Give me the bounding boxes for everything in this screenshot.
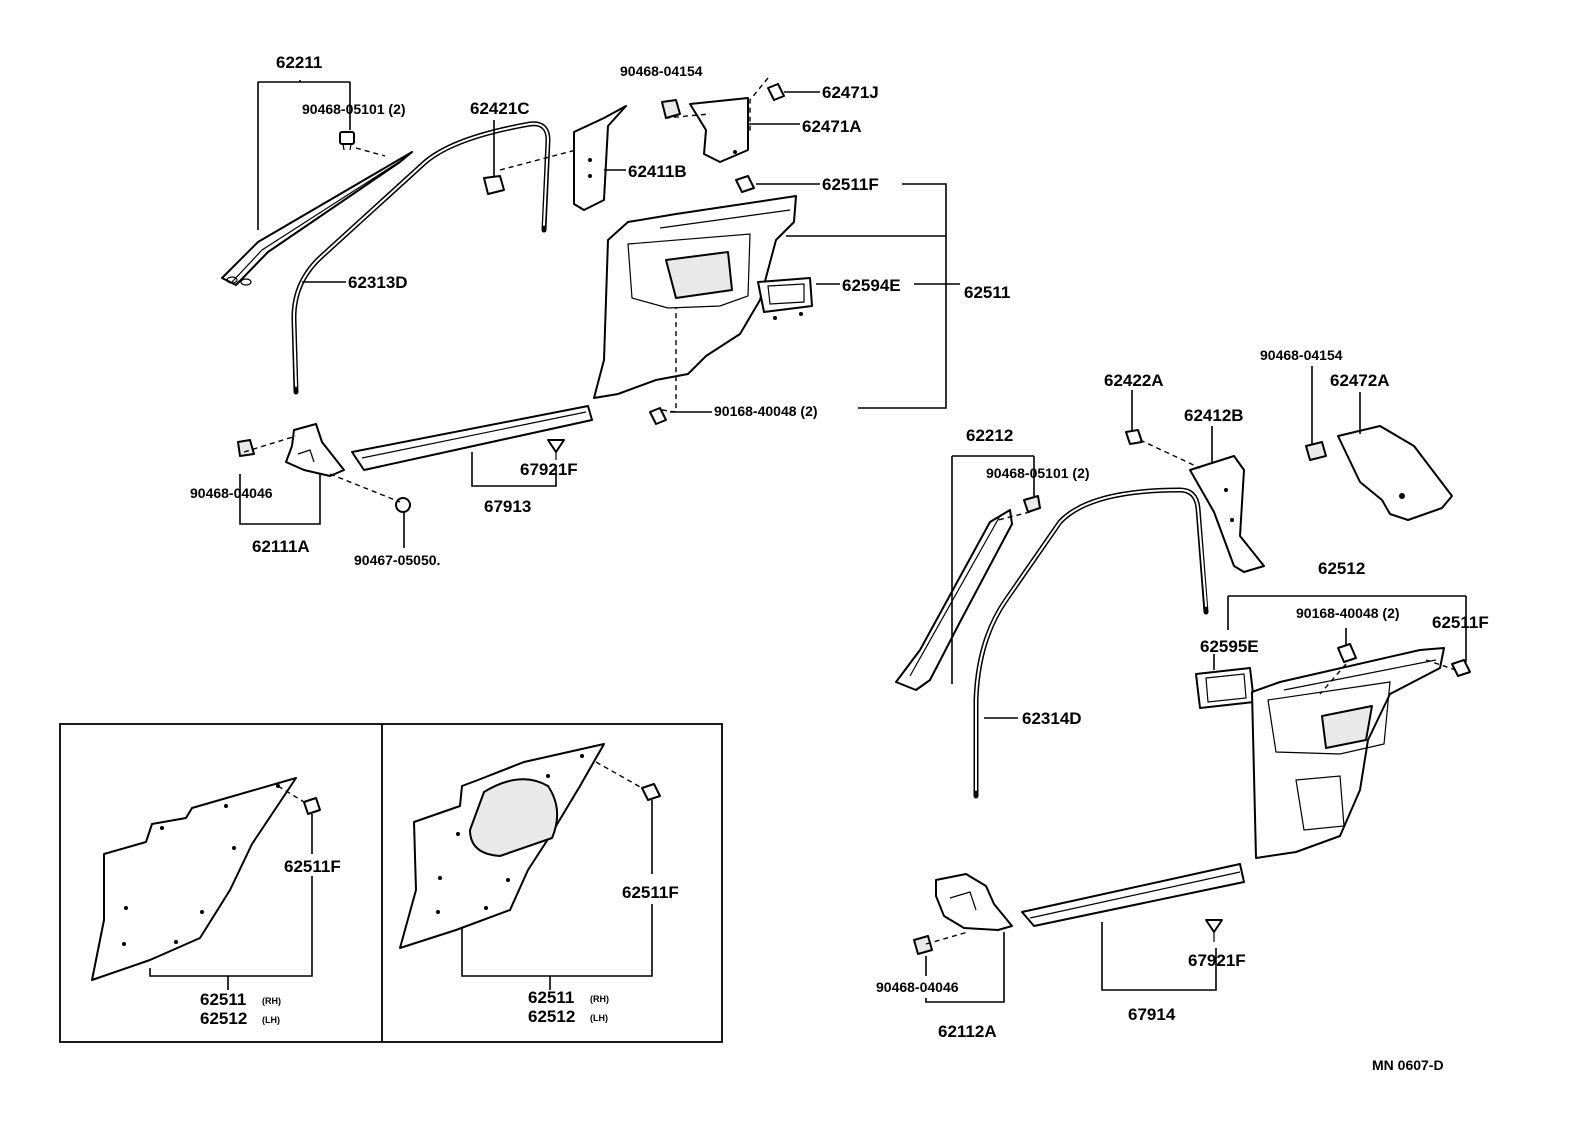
- inset1-label-lh: (LH): [262, 1015, 280, 1025]
- label-67921f-b: 67921F: [1188, 951, 1246, 970]
- label-62212: 62212: [966, 426, 1013, 445]
- label-62471j: 62471J: [822, 83, 879, 102]
- label-90468-04154-a: 90468-04154: [620, 63, 703, 79]
- inset1-panel: [91, 777, 297, 981]
- label-90467-05050: 90467-05050.: [354, 552, 440, 568]
- clip-62511f-r: [1451, 659, 1471, 677]
- clip-90468-04046-b: [913, 935, 933, 955]
- inset-frame: [59, 723, 723, 1043]
- label-67914: 67914: [1128, 1005, 1176, 1024]
- front-pillar-garnish-62211: [221, 151, 413, 286]
- diagram-code: MN 0607-D: [1372, 1057, 1444, 1073]
- inset1-label-62511: 62511: [200, 990, 246, 1009]
- inset2-label-62511f: 62511F: [622, 883, 679, 902]
- label-62471a: 62471A: [802, 117, 862, 136]
- weatherstrip-62313d: [291, 121, 551, 395]
- label-90468-04154-b: 90468-04154: [1260, 347, 1343, 363]
- clip-62511f-top: [735, 175, 755, 193]
- inset1-label-rh: (RH): [262, 996, 281, 1006]
- label-62211: 62211: [276, 53, 322, 72]
- label-90468-04046-b: 90468-04046: [876, 979, 959, 995]
- inset1-clip: [303, 797, 321, 815]
- inset2-panel: [399, 743, 605, 949]
- label-90468-05101-b: 90468-05101 (2): [986, 465, 1090, 481]
- quarter-trim-62512: [1251, 647, 1445, 859]
- scuff-plate-67913: [351, 405, 593, 471]
- kick-panel-62111a: [285, 423, 345, 477]
- label-62314d: 62314D: [1022, 709, 1082, 728]
- weatherstrip-62314d: [973, 487, 1209, 799]
- clip-62471j: [767, 83, 785, 101]
- center-pillar-garnish-62411b: [573, 105, 627, 211]
- inset1-label-62511f: 62511F: [284, 857, 341, 876]
- label-62512: 62512: [1318, 559, 1365, 578]
- label-62412b: 62412B: [1184, 406, 1244, 425]
- label-90168-40048-a: 90168-40048 (2): [714, 403, 818, 419]
- clip-90468-04046-a: [237, 439, 255, 457]
- label-62411b: 62411B: [628, 162, 687, 181]
- label-90168-40048-b: 90168-40048 (2): [1296, 605, 1400, 621]
- scuff-plate-67914: [1021, 863, 1245, 927]
- clip-90467-05050: [395, 497, 411, 513]
- box-62595e: [1195, 667, 1255, 709]
- clip-90468-04154-b: [1305, 441, 1327, 461]
- label-62421c: 62421C: [470, 99, 530, 118]
- center-pillar-garnish-62412b: [1189, 455, 1265, 573]
- label-62111a: 62111A: [252, 537, 310, 556]
- clip-90468-04154-a: [661, 99, 681, 119]
- clip-67921f-b: [1205, 919, 1223, 942]
- inset2-label-rh: (RH): [590, 994, 609, 1004]
- screw-90168-40048-b: [1337, 643, 1357, 663]
- clip-62422a: [1125, 429, 1143, 445]
- label-62112a: 62112A: [938, 1022, 997, 1041]
- box-62594e: [757, 277, 813, 320]
- inset1-label-62512: 62512: [200, 1009, 247, 1028]
- inset2-clip: [641, 783, 661, 801]
- label-62422a: 62422A: [1104, 371, 1164, 390]
- screw-90168-40048-a: [649, 407, 667, 425]
- garnish-62471a: [689, 97, 749, 163]
- kick-panel-62112a: [935, 873, 1013, 931]
- label-90468-05101-a: 90468-05101 (2): [302, 101, 406, 117]
- inset2-label-62511: 62511: [528, 988, 574, 1007]
- label-62511f-r: 62511F: [1432, 613, 1489, 632]
- garnish-62472a: [1337, 425, 1453, 521]
- clip-67921f-a: [547, 439, 565, 460]
- label-62511f-top: 62511F: [822, 175, 879, 194]
- label-62472a: 62472A: [1330, 371, 1390, 390]
- clip-90468-05101: [339, 131, 355, 151]
- clip-90468-05101-b: [1023, 495, 1041, 513]
- label-62511: 62511: [964, 283, 1010, 302]
- label-62313d: 62313D: [348, 273, 408, 292]
- inset2-label-lh: (LH): [590, 1013, 608, 1023]
- quarter-trim-62511: [593, 195, 797, 399]
- front-pillar-garnish-62212: [895, 509, 1013, 691]
- clip-62421c: [483, 175, 505, 195]
- label-67921f-a: 67921F: [520, 460, 578, 479]
- inset2-label-62512: 62512: [528, 1007, 575, 1026]
- label-62594e: 62594E: [842, 276, 901, 295]
- label-67913: 67913: [484, 497, 531, 516]
- label-90468-04046-a: 90468-04046: [190, 485, 273, 501]
- label-62595e: 62595E: [1200, 637, 1259, 656]
